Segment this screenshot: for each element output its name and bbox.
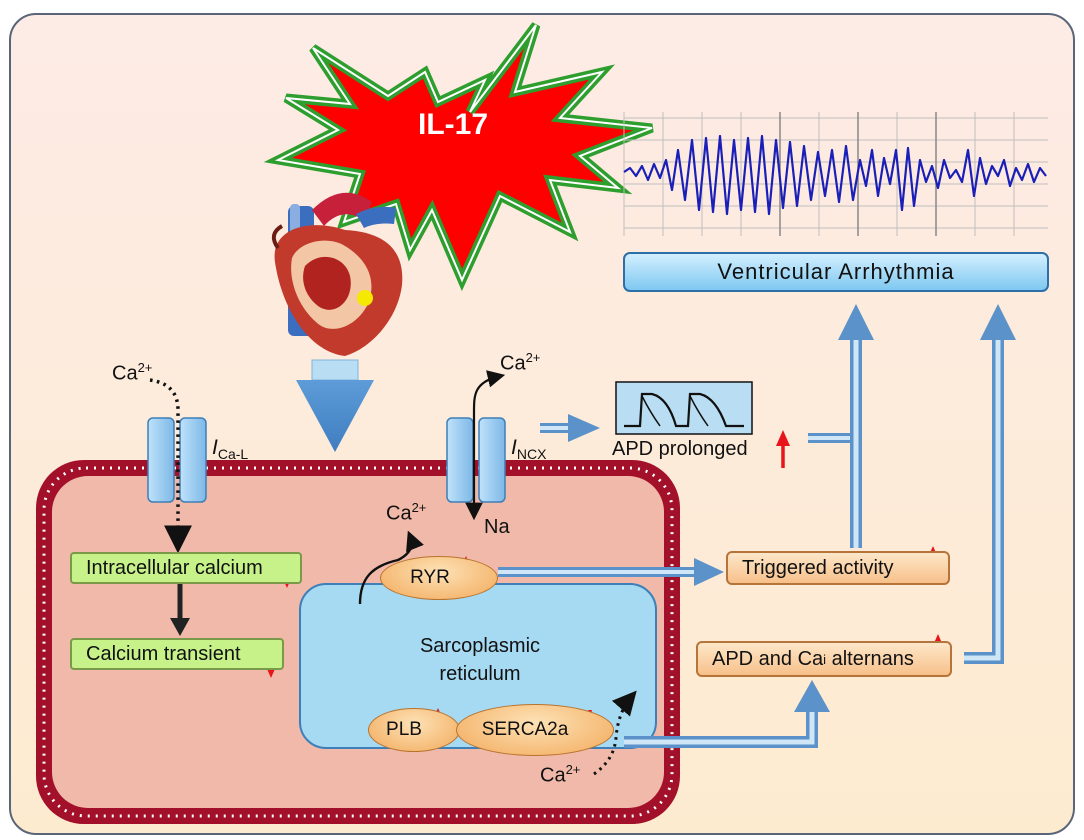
ca-release-label: Ca2+	[386, 500, 427, 525]
heart-to-cell-arrow	[296, 359, 374, 452]
ica-l-label: ICa-L	[212, 436, 249, 463]
flow-arrows	[498, 304, 1016, 748]
sarcoplasmic-reticulum-label: Sarcoplasmic reticulum	[419, 635, 541, 685]
il17-label: IL-17	[418, 108, 489, 141]
ventricular-arrhythmia-label: Ventricular Arrhythmia	[717, 259, 955, 284]
ca-influx-label: Ca2+	[112, 360, 153, 385]
apd-inset	[615, 381, 753, 435]
ryr-ca-release-arrow	[358, 530, 424, 605]
heart-illustration	[271, 192, 403, 356]
apd-prolonged-label: APD prolonged	[612, 438, 748, 460]
serca-ca-uptake-arrow	[593, 690, 637, 776]
incx-label: INCX	[511, 436, 547, 463]
triggered-activity-box: Triggered activity	[726, 551, 950, 585]
ca-l-channel	[147, 417, 207, 503]
ryr-oval: RYR	[380, 556, 498, 600]
intracellular-calcium-box: Intracellular calcium	[70, 552, 302, 584]
calcium-transient-box: Calcium transient	[70, 638, 284, 670]
ecg-trace	[623, 134, 1047, 216]
serca2a-oval: SERCA2a	[456, 704, 614, 756]
ca-out-label: Ca2+	[500, 350, 541, 375]
intracellular-to-transient-arrow	[170, 582, 190, 636]
ca-uptake-label: Ca2+	[540, 762, 581, 787]
apd-increase-arrow	[776, 430, 790, 468]
ncx-channel	[446, 417, 506, 503]
ncx-ca-out-arrow	[472, 370, 506, 413]
ventricular-arrhythmia-box	[623, 252, 1049, 292]
plb-oval: PLB	[368, 708, 460, 752]
na-label: Na	[484, 516, 510, 538]
